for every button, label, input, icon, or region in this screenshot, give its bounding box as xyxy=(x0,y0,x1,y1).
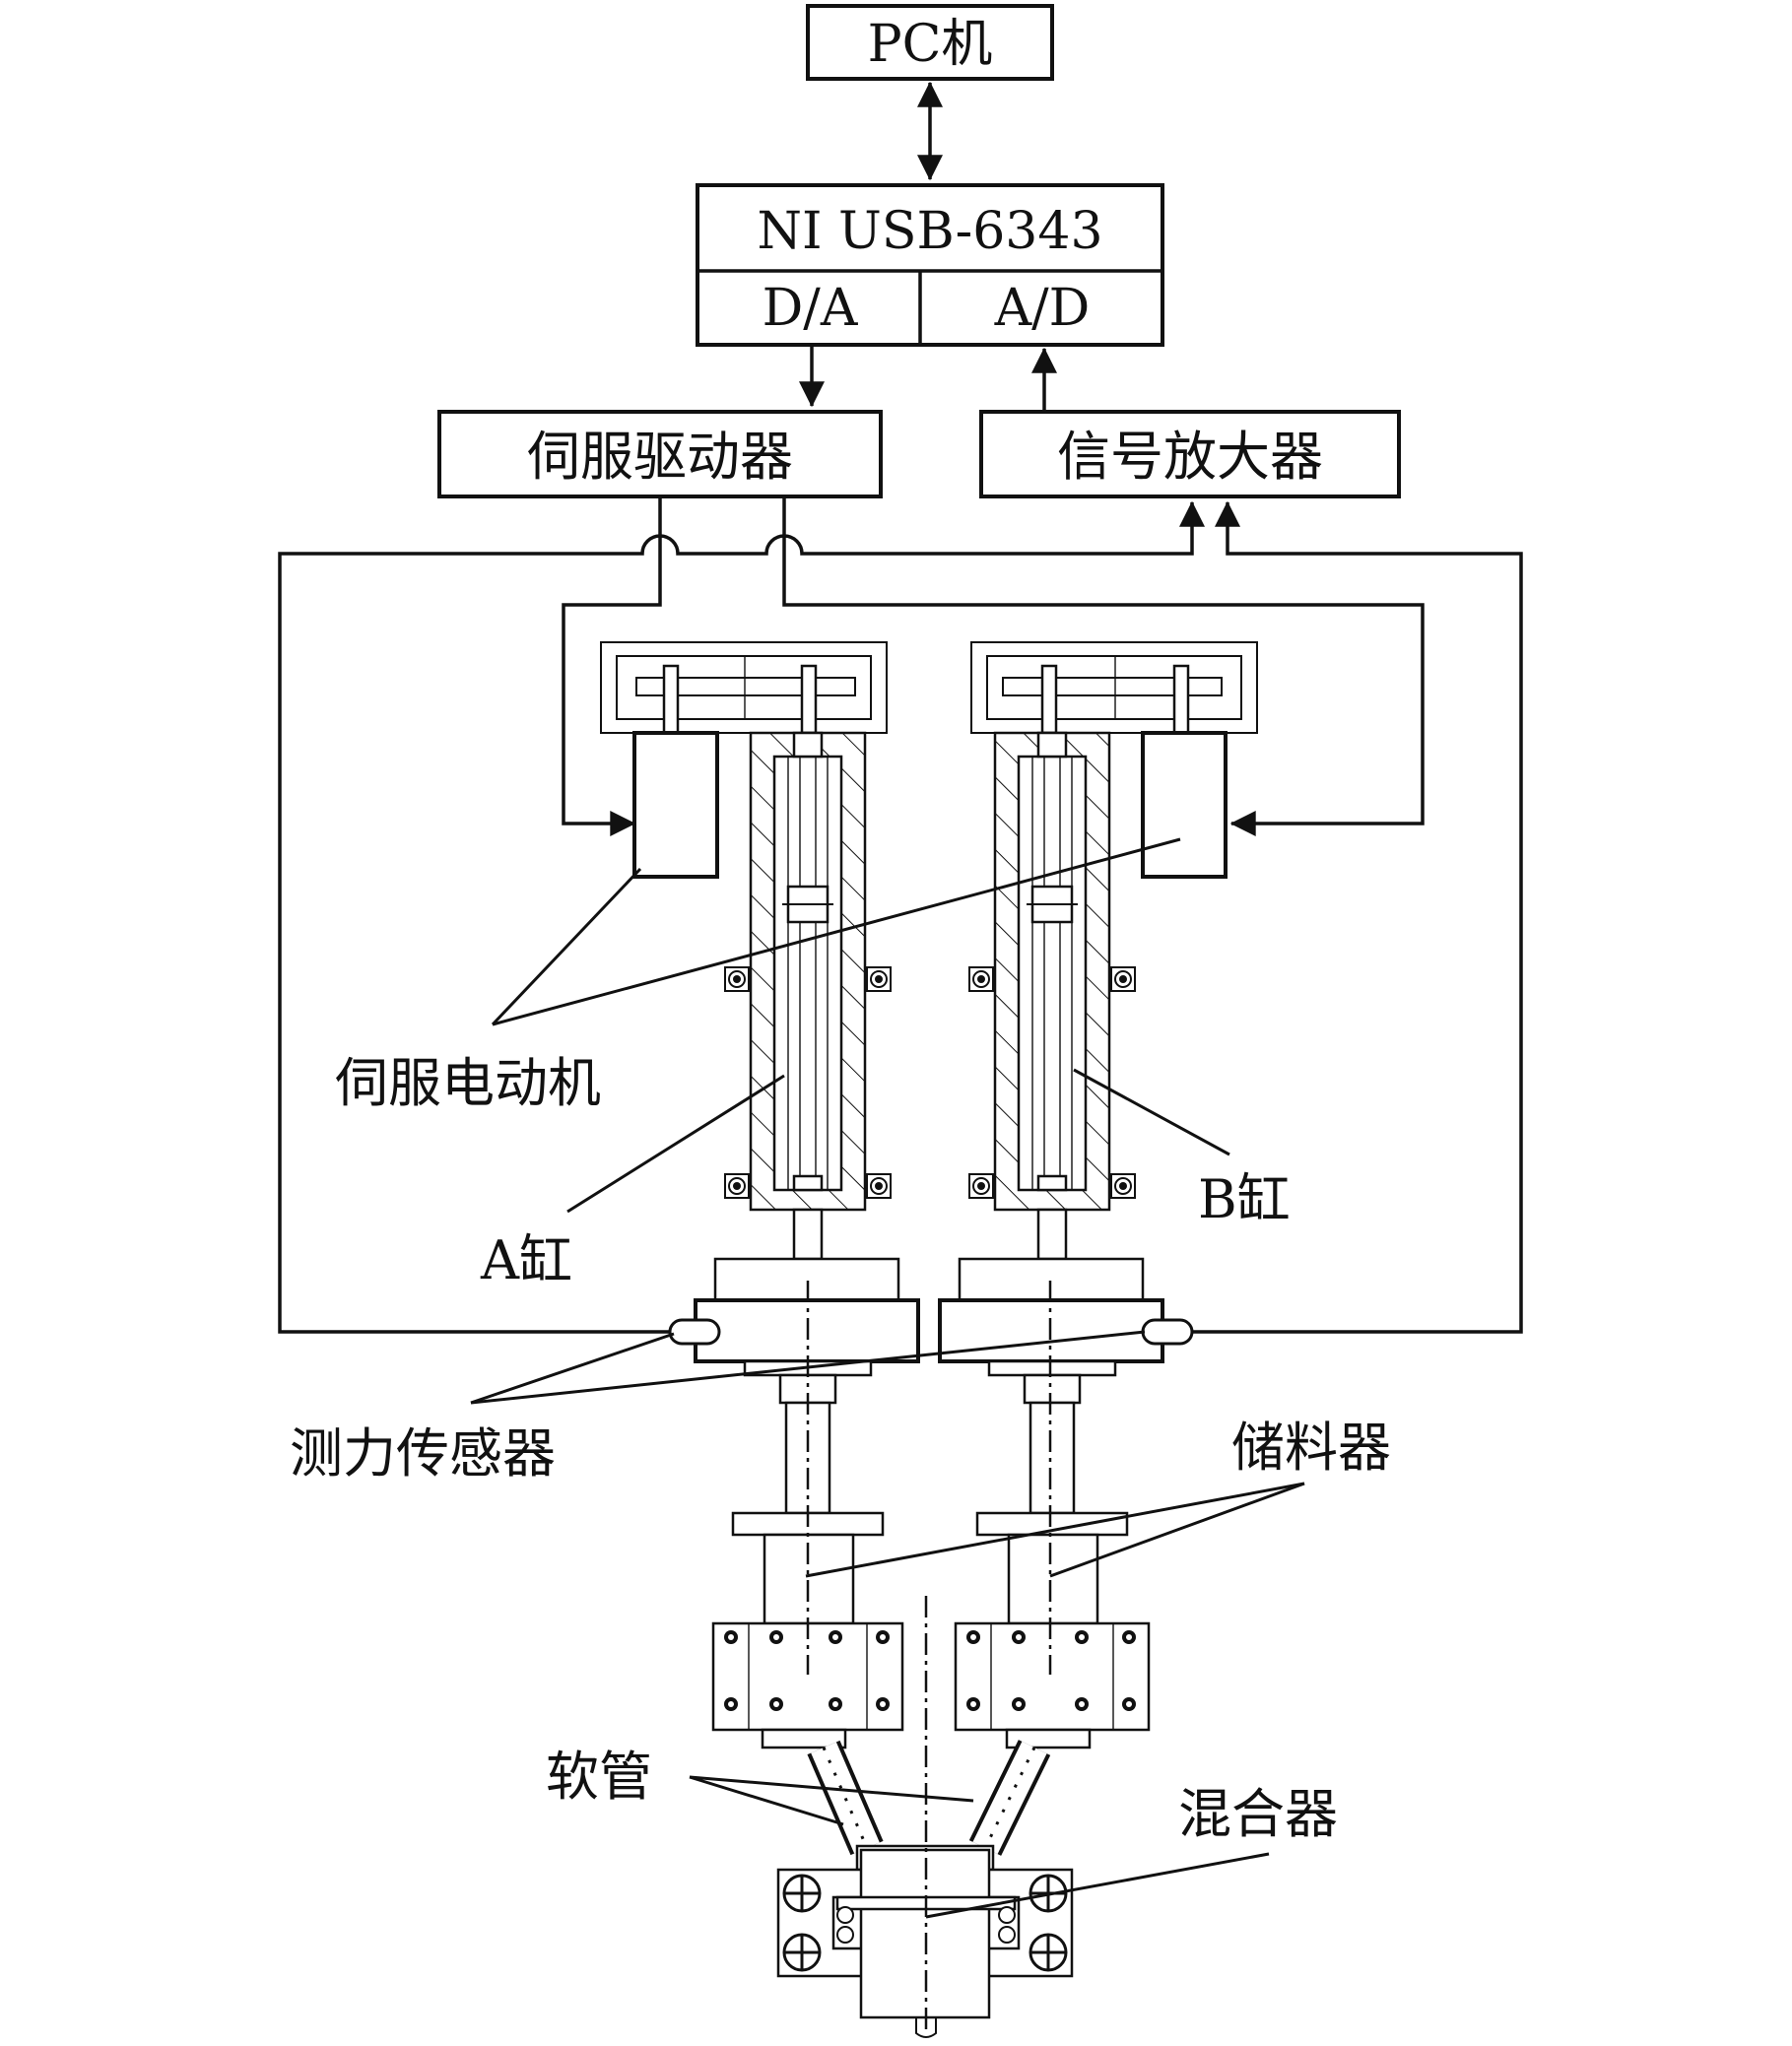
cylinder-a-assembly xyxy=(600,641,920,1749)
hoses xyxy=(807,1740,1051,1856)
sensor-b-signal-wire xyxy=(1192,500,1523,1334)
leader-lines xyxy=(470,837,1305,1919)
signal-amplifier-label: 信号放大器 xyxy=(1057,426,1323,488)
component-labels: 伺服电动机 A缸 B缸 测力传感器 储料器 软管 混合器 xyxy=(290,1052,1391,1845)
servo-motor-label: 伺服电动机 xyxy=(335,1052,601,1114)
signal-amplifier-block: 信号放大器 xyxy=(979,410,1401,498)
wiring xyxy=(278,496,1523,1334)
servo-motor-b xyxy=(1141,731,1228,879)
servo-driver-label: 伺服驱动器 xyxy=(527,426,793,488)
reservoir-a-block xyxy=(711,1621,904,1732)
cylinder-b-label: B缸 xyxy=(1198,1168,1291,1230)
pc-block: PC机 xyxy=(806,4,1054,81)
pc-label: PC机 xyxy=(868,15,993,74)
reservoir-b-block xyxy=(954,1621,1151,1732)
driver-to-motor-a-wire xyxy=(562,496,662,836)
force-sensor-label: 测力传感器 xyxy=(290,1422,556,1485)
mixer-assembly xyxy=(776,1596,1074,2038)
servo-motor-a xyxy=(632,731,719,879)
ad-label: A/D xyxy=(994,279,1091,338)
sensor-a-signal-wire xyxy=(278,500,1205,1334)
daq-label: NI USB-6343 xyxy=(757,202,1102,261)
hose-label: 软管 xyxy=(546,1746,652,1808)
cylinder-a-label: A缸 xyxy=(480,1229,572,1291)
da-label: D/A xyxy=(763,279,859,338)
cylinder-b-assembly xyxy=(938,641,1258,1749)
reservoir-label: 储料器 xyxy=(1231,1417,1391,1479)
driver-to-motor-b-wire xyxy=(782,496,1425,836)
daq-block: NI USB-6343 D/A A/D xyxy=(696,183,1164,347)
mixer-label: 混合器 xyxy=(1178,1783,1338,1845)
servo-driver-block: 伺服驱动器 xyxy=(437,410,883,498)
